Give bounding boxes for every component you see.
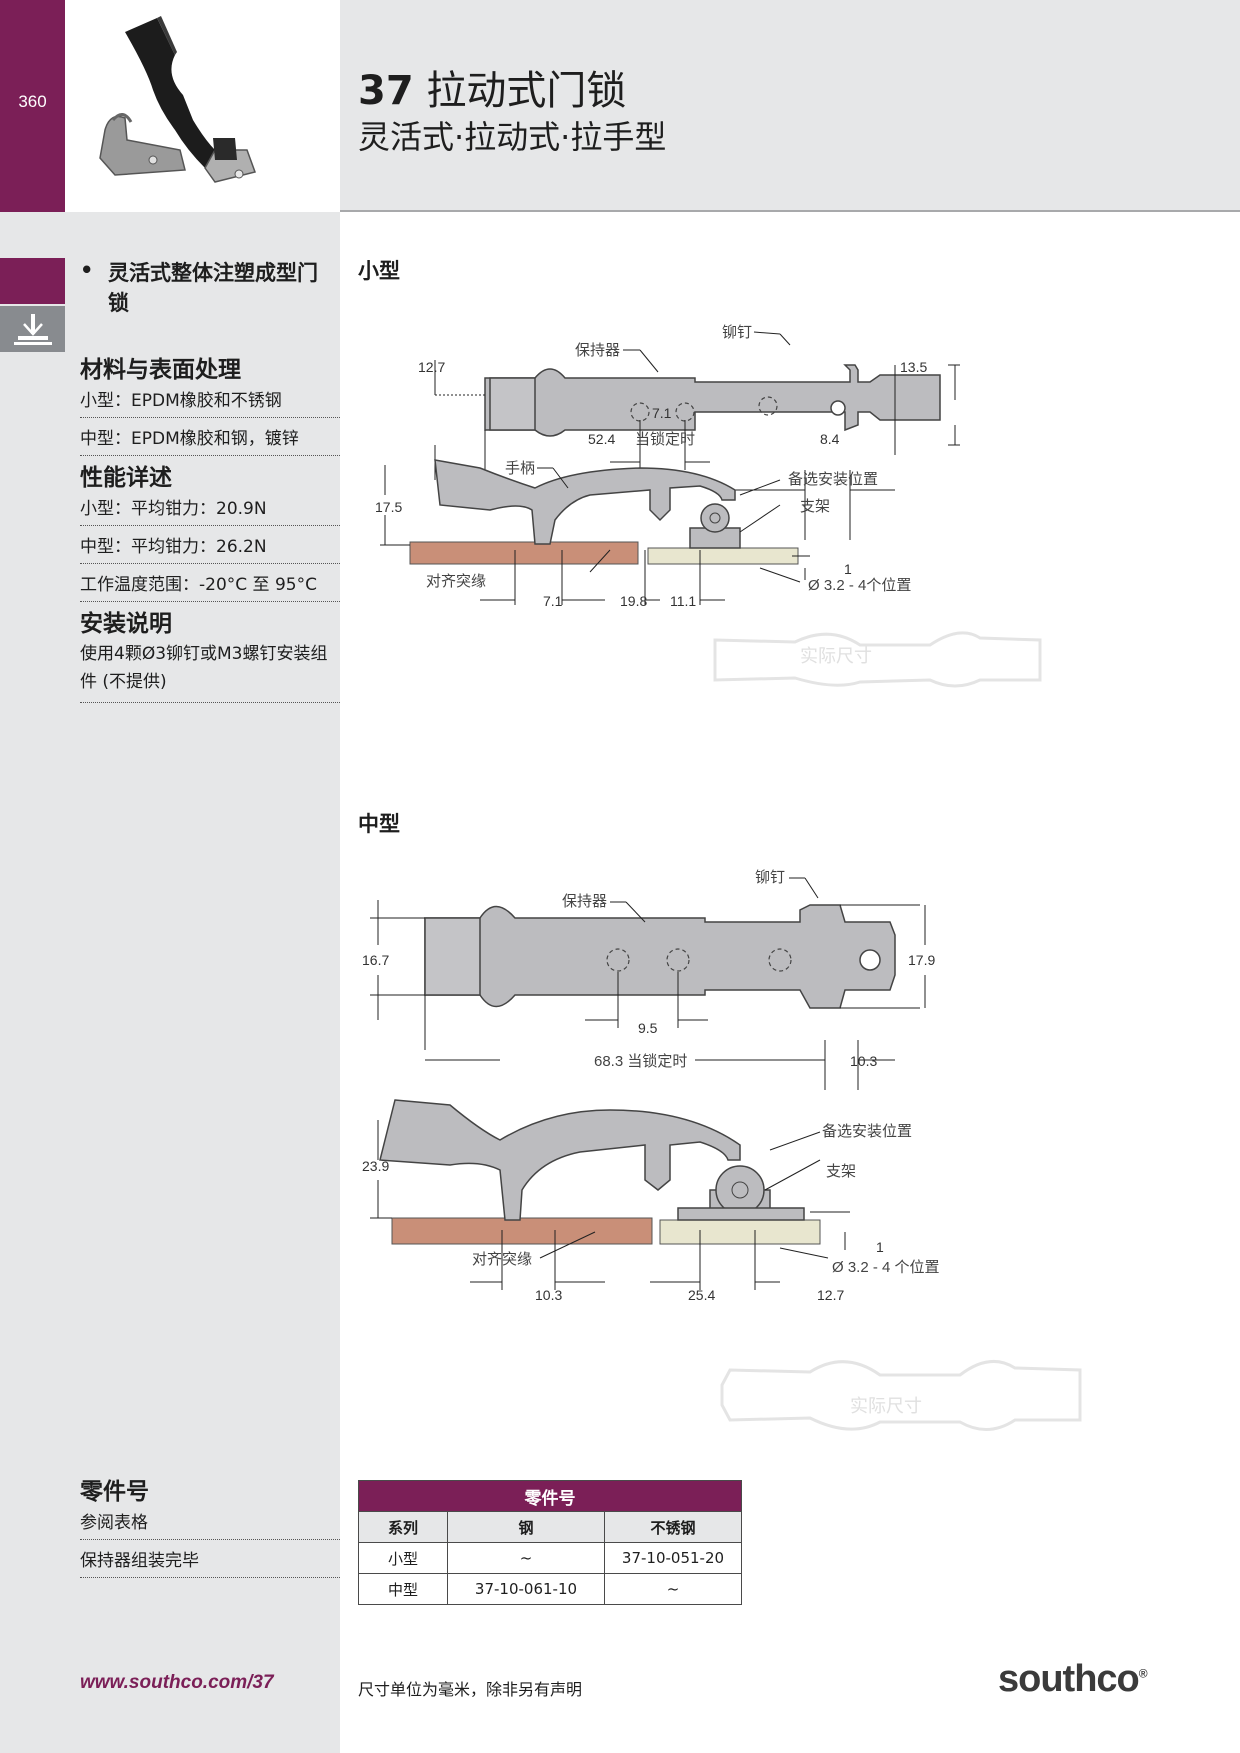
brand-logo: southco®: [998, 1658, 1148, 1700]
small-actual-size-label: 实际尺寸: [800, 646, 872, 667]
table-cell: 小型: [358, 1542, 448, 1574]
performance-temperature: 工作温度范围：-20°C 至 95°C: [80, 570, 340, 602]
medium-dim-d1: 9.5: [638, 1020, 658, 1036]
mounting-tab[interactable]: [0, 306, 65, 352]
small-dim-one: 1: [844, 561, 852, 577]
medium-title: 中型: [358, 812, 400, 836]
medium-dim-d2: 10.3: [850, 1053, 877, 1069]
medium-dim-h1: 16.7: [362, 952, 389, 968]
mounting-icon: [14, 314, 52, 345]
page-subtitle: 灵活式·拉动式·拉手型: [358, 118, 667, 156]
small-dim-d1: 7.1: [652, 405, 672, 421]
small-dim-b2: 19.8: [620, 593, 647, 609]
small-dim-h2: 13.5: [900, 359, 927, 375]
materials-heading: 材料与表面处理: [80, 357, 241, 383]
small-dim-b3: 11.1: [670, 593, 696, 609]
medium-actual-size-label: 实际尺寸: [850, 1396, 922, 1417]
parts-retainer: 保持器组装完毕: [80, 1546, 340, 1578]
small-when-locked: 当锁定时: [635, 431, 695, 448]
medium-rivet-label: 铆钉: [755, 869, 785, 886]
table-cell: ~: [447, 1542, 605, 1574]
material-small: 小型：EPDM橡胶和不锈钢: [80, 386, 340, 418]
table-header-steel: 钢: [447, 1511, 605, 1543]
performance-heading: 性能详述: [80, 465, 172, 491]
install-text: 使用4颗Ø3铆钉或M3螺钉安装组件 (不提供): [80, 640, 340, 703]
table-header-stainless: 不锈钢: [604, 1511, 742, 1543]
small-title: 小型: [358, 259, 400, 283]
medium-dim-one: 1: [876, 1239, 884, 1255]
small-rivet-label: 铆钉: [722, 324, 752, 341]
medium-alt-mount-label: 备选安装位置: [822, 1123, 912, 1140]
small-holes-label: Ø 3.2 - 4个位置: [808, 577, 911, 594]
install-heading: 安装说明: [80, 611, 172, 637]
small-retainer-label: 保持器: [575, 342, 620, 359]
table-cell: ~: [604, 1573, 742, 1605]
page-number: 360: [18, 92, 47, 111]
feature-bullet: • 灵活式整体注塑成型门锁: [80, 258, 318, 315]
performance-medium: 中型：平均钳力：26.2N: [80, 532, 340, 564]
medium-dim-b3: 12.7: [817, 1287, 844, 1303]
medium-dim-h3: 23.9: [362, 1158, 389, 1174]
page-title: 37 拉动式门锁: [358, 68, 627, 114]
product-photo: [65, 0, 340, 212]
table-header-series: 系列: [358, 1511, 448, 1543]
medium-dim-h2: 17.9: [908, 952, 935, 968]
performance-small: 小型：平均钳力：20.9N: [80, 494, 340, 526]
table-cell: 37-10-061-10: [447, 1573, 605, 1605]
table-row: 中型 37-10-061-10 ~: [358, 1573, 742, 1605]
footer-link[interactable]: www.southco.com/37: [80, 1672, 274, 1693]
medium-diagram: 16.7 17.9 9.5 68.3 当锁定时 10.3 铆钉 保持器 23.9…: [362, 869, 1082, 1431]
small-bracket-label: 支架: [800, 498, 830, 515]
category-tab[interactable]: [0, 258, 65, 304]
part-number-table: 零件号 系列 钢 不锈钢 小型 ~ 37-10-051-20 中型 37-10-…: [358, 1480, 742, 1605]
parts-heading: 零件号: [80, 1479, 149, 1505]
small-align-label: 对齐突缘: [426, 573, 486, 590]
parts-see-table: 参阅表格: [80, 1508, 340, 1540]
table-cell: 中型: [358, 1573, 448, 1605]
medium-when-locked: 68.3 当锁定时: [594, 1053, 687, 1070]
medium-holes-label: Ø 3.2 - 4 个位置: [832, 1259, 940, 1276]
medium-align-label: 对齐突缘: [472, 1251, 532, 1268]
material-medium: 中型：EPDM橡胶和钢，镀锌: [80, 424, 340, 456]
header-band: [340, 0, 1240, 212]
small-alt-mount-label: 备选安装位置: [788, 471, 878, 488]
page-number-bar: [0, 0, 65, 212]
small-dim-len: 52.4: [588, 431, 615, 447]
small-dim-h1: 12.7: [418, 359, 445, 375]
small-dim-b1: 7.1: [543, 593, 563, 609]
small-handle-label: 手柄: [505, 460, 535, 477]
medium-bracket-label: 支架: [826, 1163, 856, 1180]
small-dim-h3: 17.5: [375, 499, 402, 515]
medium-dim-b2: 25.4: [688, 1287, 715, 1303]
small-dim-d2: 8.4: [820, 431, 840, 447]
table-row: 小型 ~ 37-10-051-20: [358, 1542, 742, 1574]
table-title: 零件号: [358, 1480, 742, 1512]
medium-dim-b1: 10.3: [535, 1287, 562, 1303]
medium-retainer-label: 保持器: [562, 893, 607, 910]
small-diagram: 12.7 13.5 7.1 52.4 当锁定时 8.4 铆钉 保持器 17.5 …: [375, 324, 1042, 688]
footer-note: 尺寸单位为毫米，除非另有声明: [358, 1680, 583, 1699]
table-cell: 37-10-051-20: [604, 1542, 742, 1574]
